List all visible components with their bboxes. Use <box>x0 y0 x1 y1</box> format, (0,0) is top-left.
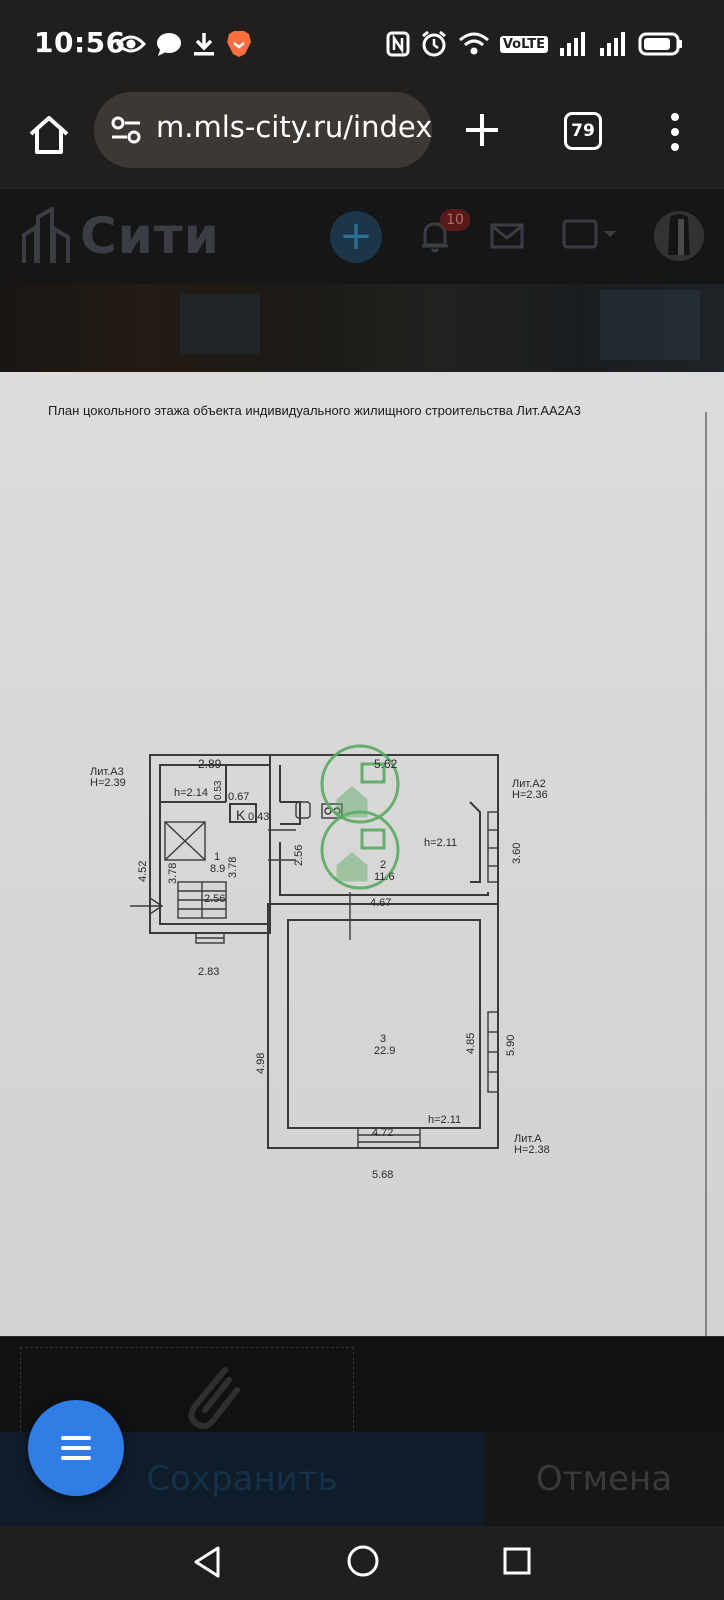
nfc-icon <box>386 31 410 57</box>
room2-number: 2 <box>380 859 386 871</box>
lit-a3-height: Н=2.39 <box>90 777 126 789</box>
alarm-icon <box>421 30 446 57</box>
site-logo[interactable]: Сити <box>22 205 220 267</box>
url-bar[interactable]: m.mls-city.ru/index <box>94 92 432 168</box>
menu-fab-button[interactable] <box>28 1400 124 1496</box>
room2-area: 11.6 <box>374 871 395 883</box>
dim-590: 5.90 <box>505 1035 517 1056</box>
dim-283: 2.83 <box>198 966 219 978</box>
dim-452: 4.52 <box>137 861 149 882</box>
new-tab-icon[interactable] <box>462 110 502 150</box>
add-listing-button[interactable]: + <box>330 211 382 263</box>
lit-a-height: Н=2.38 <box>514 1144 550 1156</box>
dim-378a: 3.78 <box>167 863 179 884</box>
home-nav-icon[interactable] <box>346 1544 380 1578</box>
dim-472: 4.72 <box>372 1127 393 1139</box>
h-room2: h=2.11 <box>424 837 457 849</box>
back-icon[interactable] <box>190 1544 226 1580</box>
home-icon[interactable] <box>26 112 72 158</box>
avatar[interactable] <box>654 211 704 261</box>
dim-top-left: 2.89 <box>198 757 222 771</box>
plan-title: План цокольного этажа объекта индивидуал… <box>48 403 581 418</box>
notification-badge: 10 <box>440 209 470 231</box>
dim-467: 4.67 <box>370 897 391 909</box>
logo-building-icon <box>22 207 70 263</box>
dim-568: 5.68 <box>372 1169 393 1181</box>
room1-number: 1 <box>214 851 220 863</box>
k-label: K <box>236 807 246 823</box>
display-menu-icon[interactable] <box>562 219 618 251</box>
paperclip-icon <box>188 1367 240 1429</box>
lit-a2-height: Н=2.36 <box>512 789 548 801</box>
status-icons-left <box>116 30 252 58</box>
browser-toolbar: m.mls-city.ru/index 79 <box>0 92 724 188</box>
floor-plan-drawing: Лит.А3 Н=2.39 Лит.А2 Н=2.36 Лит.А Н=2.38… <box>90 412 707 1336</box>
floor-plan-image: План цокольного этажа объекта индивидуал… <box>0 372 724 1336</box>
dim-067: 0.67 <box>228 791 249 803</box>
hero-image <box>0 284 724 372</box>
more-menu-icon[interactable] <box>668 112 682 152</box>
dim-498: 4.98 <box>255 1053 267 1074</box>
room1-area: 8.9 <box>210 863 225 875</box>
status-icons-right: VoLTE <box>386 30 684 58</box>
dim-053: 0.53 <box>213 780 224 800</box>
chat-icon <box>157 33 181 56</box>
site-header: Сити + 10 <box>0 188 724 284</box>
dim-256-bottom: 2.56 <box>204 893 225 905</box>
wifi-icon <box>458 32 489 55</box>
lit-a3-label: Лит.А3 <box>90 766 124 778</box>
lit-a2-label: Лит.А2 <box>512 778 546 790</box>
status-time: 10:56 <box>34 26 126 59</box>
cancel-button[interactable]: Отмена <box>484 1432 724 1526</box>
room3-area: 22.9 <box>374 1045 395 1057</box>
system-nav-bar <box>0 1526 724 1600</box>
lit-a-label: Лит.А <box>514 1133 542 1145</box>
bell-icon[interactable] <box>418 219 452 253</box>
recent-apps-icon[interactable] <box>502 1546 532 1576</box>
volte-icon: VoLTE <box>499 35 548 53</box>
status-bar: 10:56 VoLTE <box>0 0 724 92</box>
h-room3: h=2.11 <box>428 1114 461 1126</box>
battery-icon <box>638 32 682 56</box>
signal-icon <box>600 32 625 56</box>
attachment-area[interactable] <box>0 1336 724 1433</box>
site-settings-icon[interactable] <box>110 116 142 144</box>
room3-number: 3 <box>380 1033 386 1045</box>
attachment-dropzone[interactable] <box>20 1347 354 1433</box>
brave-icon <box>227 31 251 57</box>
dim-256-side: 2.56 <box>293 845 305 866</box>
signal-icon <box>560 32 585 56</box>
logo-text: Сити <box>80 207 220 265</box>
dim-378b: 3.78 <box>227 857 239 878</box>
eye-icon <box>116 35 146 53</box>
dim-043: 0.43 <box>248 811 269 823</box>
dim-top-right: 5.62 <box>374 757 398 771</box>
dim-360: 3.60 <box>511 843 523 864</box>
url-text: m.mls-city.ru/index <box>156 110 432 144</box>
dim-485: 4.85 <box>465 1033 477 1054</box>
mail-icon[interactable] <box>490 223 524 249</box>
h-room1: h=2.14 <box>174 787 208 799</box>
download-icon <box>194 33 214 56</box>
tab-switcher-button[interactable]: 79 <box>564 112 602 150</box>
